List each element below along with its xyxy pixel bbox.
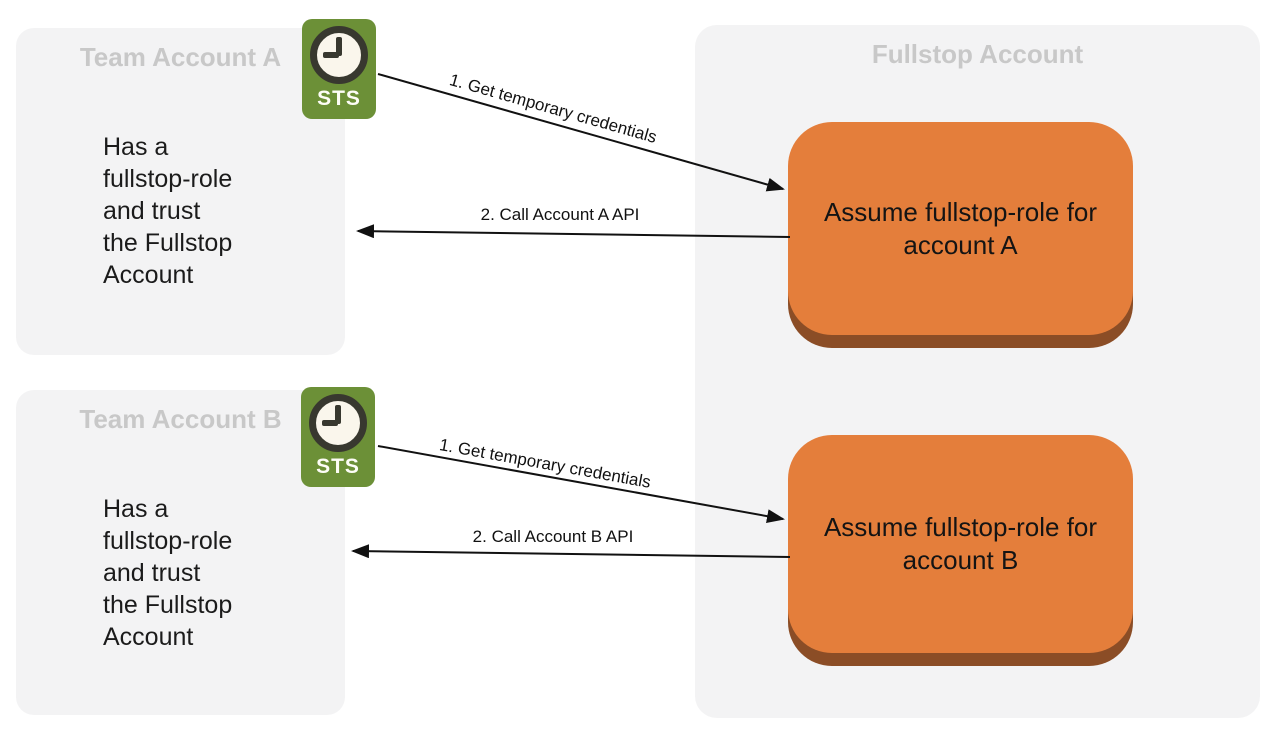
clock-minute-hand-icon: [336, 37, 342, 56]
sts-icon-b: STS: [301, 387, 375, 487]
sts-icon-label: STS: [317, 87, 361, 110]
clock-icon: [309, 394, 367, 452]
node-assume-role-account-b: Assume fullstop-role for account B: [788, 435, 1133, 653]
panel-title-fullstop: Fullstop Account: [871, 39, 1084, 69]
panel-team-account-a: Team Account A Has a fullstop-role and t…: [16, 28, 345, 355]
arrow-label-call-api-b: 2. Call Account B API: [472, 527, 634, 546]
panel-fullstop-account: Fullstop Account Assume fullstop-role fo…: [695, 25, 1260, 718]
arrow-label-get-credentials-a: 1. Get temporary credentials: [447, 70, 659, 147]
panel-team-account-b: Team Account B Has a fullstop-role and t…: [16, 390, 345, 715]
sts-icon-a: STS: [302, 19, 376, 119]
arrow-label-call-api-a: 2. Call Account A API: [480, 205, 640, 224]
arrow-label-get-credentials-b: 1. Get temporary credentials: [437, 435, 653, 492]
clock-icon: [310, 26, 368, 84]
node-assume-role-account-a: Assume fullstop-role for account A: [788, 122, 1133, 335]
clock-hour-hand-icon: [322, 420, 338, 426]
panel-body-team-b: Has a fullstop-role and trust the Fullst…: [103, 495, 233, 651]
sts-icon-label: STS: [316, 455, 360, 478]
panel-title-team-b: Team Account B: [79, 404, 282, 434]
clock-hour-hand-icon: [323, 52, 339, 58]
panel-body-team-a: Has a fullstop-role and trust the Fullst…: [103, 133, 233, 289]
clock-minute-hand-icon: [335, 405, 341, 424]
panel-title-team-a: Team Account A: [79, 42, 282, 72]
